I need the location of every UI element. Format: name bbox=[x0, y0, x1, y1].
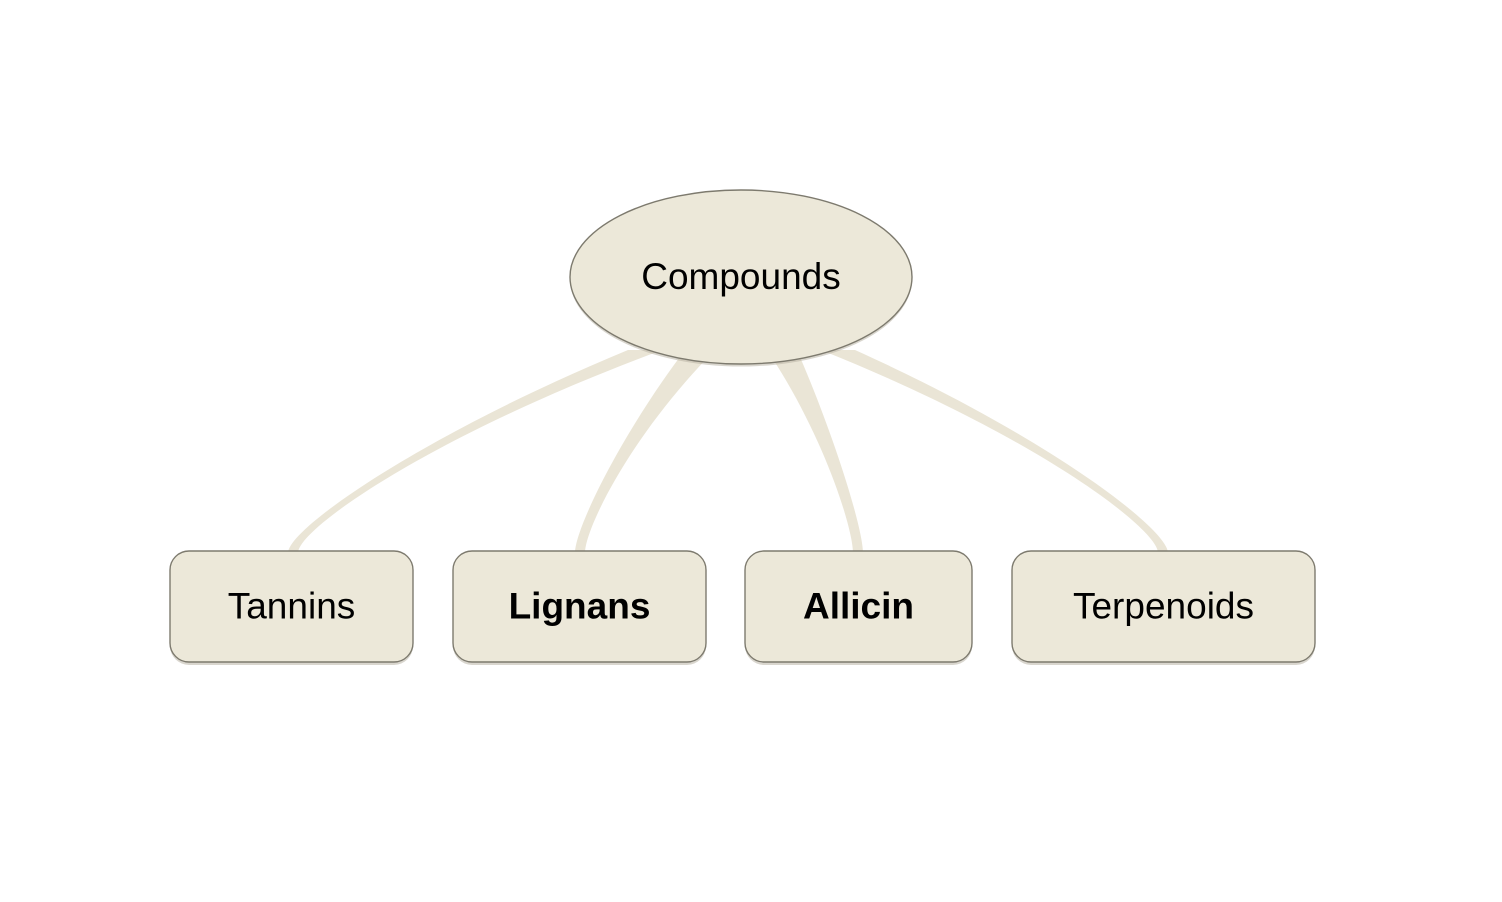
edges-layer bbox=[288, 350, 1168, 553]
edge-root-to-terpenoids bbox=[821, 350, 1168, 553]
leaf-node-label-lignans: Lignans bbox=[509, 585, 651, 626]
edge-root-to-tannins bbox=[288, 350, 662, 553]
root-node-label: Compounds bbox=[641, 256, 841, 297]
root-node-shape[interactable] bbox=[569, 189, 913, 365]
edge-root-to-lignans bbox=[575, 350, 715, 553]
leaf-node-label-tannins: Tannins bbox=[228, 585, 356, 626]
leaf-node-shape-tannins[interactable] bbox=[169, 550, 414, 663]
leaf-node-label-allicin: Allicin bbox=[803, 585, 914, 626]
leaf-node-label-terpenoids: Terpenoids bbox=[1073, 585, 1254, 626]
edge-root-to-allicin bbox=[767, 350, 863, 553]
leaf-node-shape-allicin[interactable] bbox=[744, 550, 973, 663]
leaf-node-shape-lignans[interactable] bbox=[452, 550, 707, 663]
leaf-node-shape-terpenoids[interactable] bbox=[1011, 550, 1316, 663]
